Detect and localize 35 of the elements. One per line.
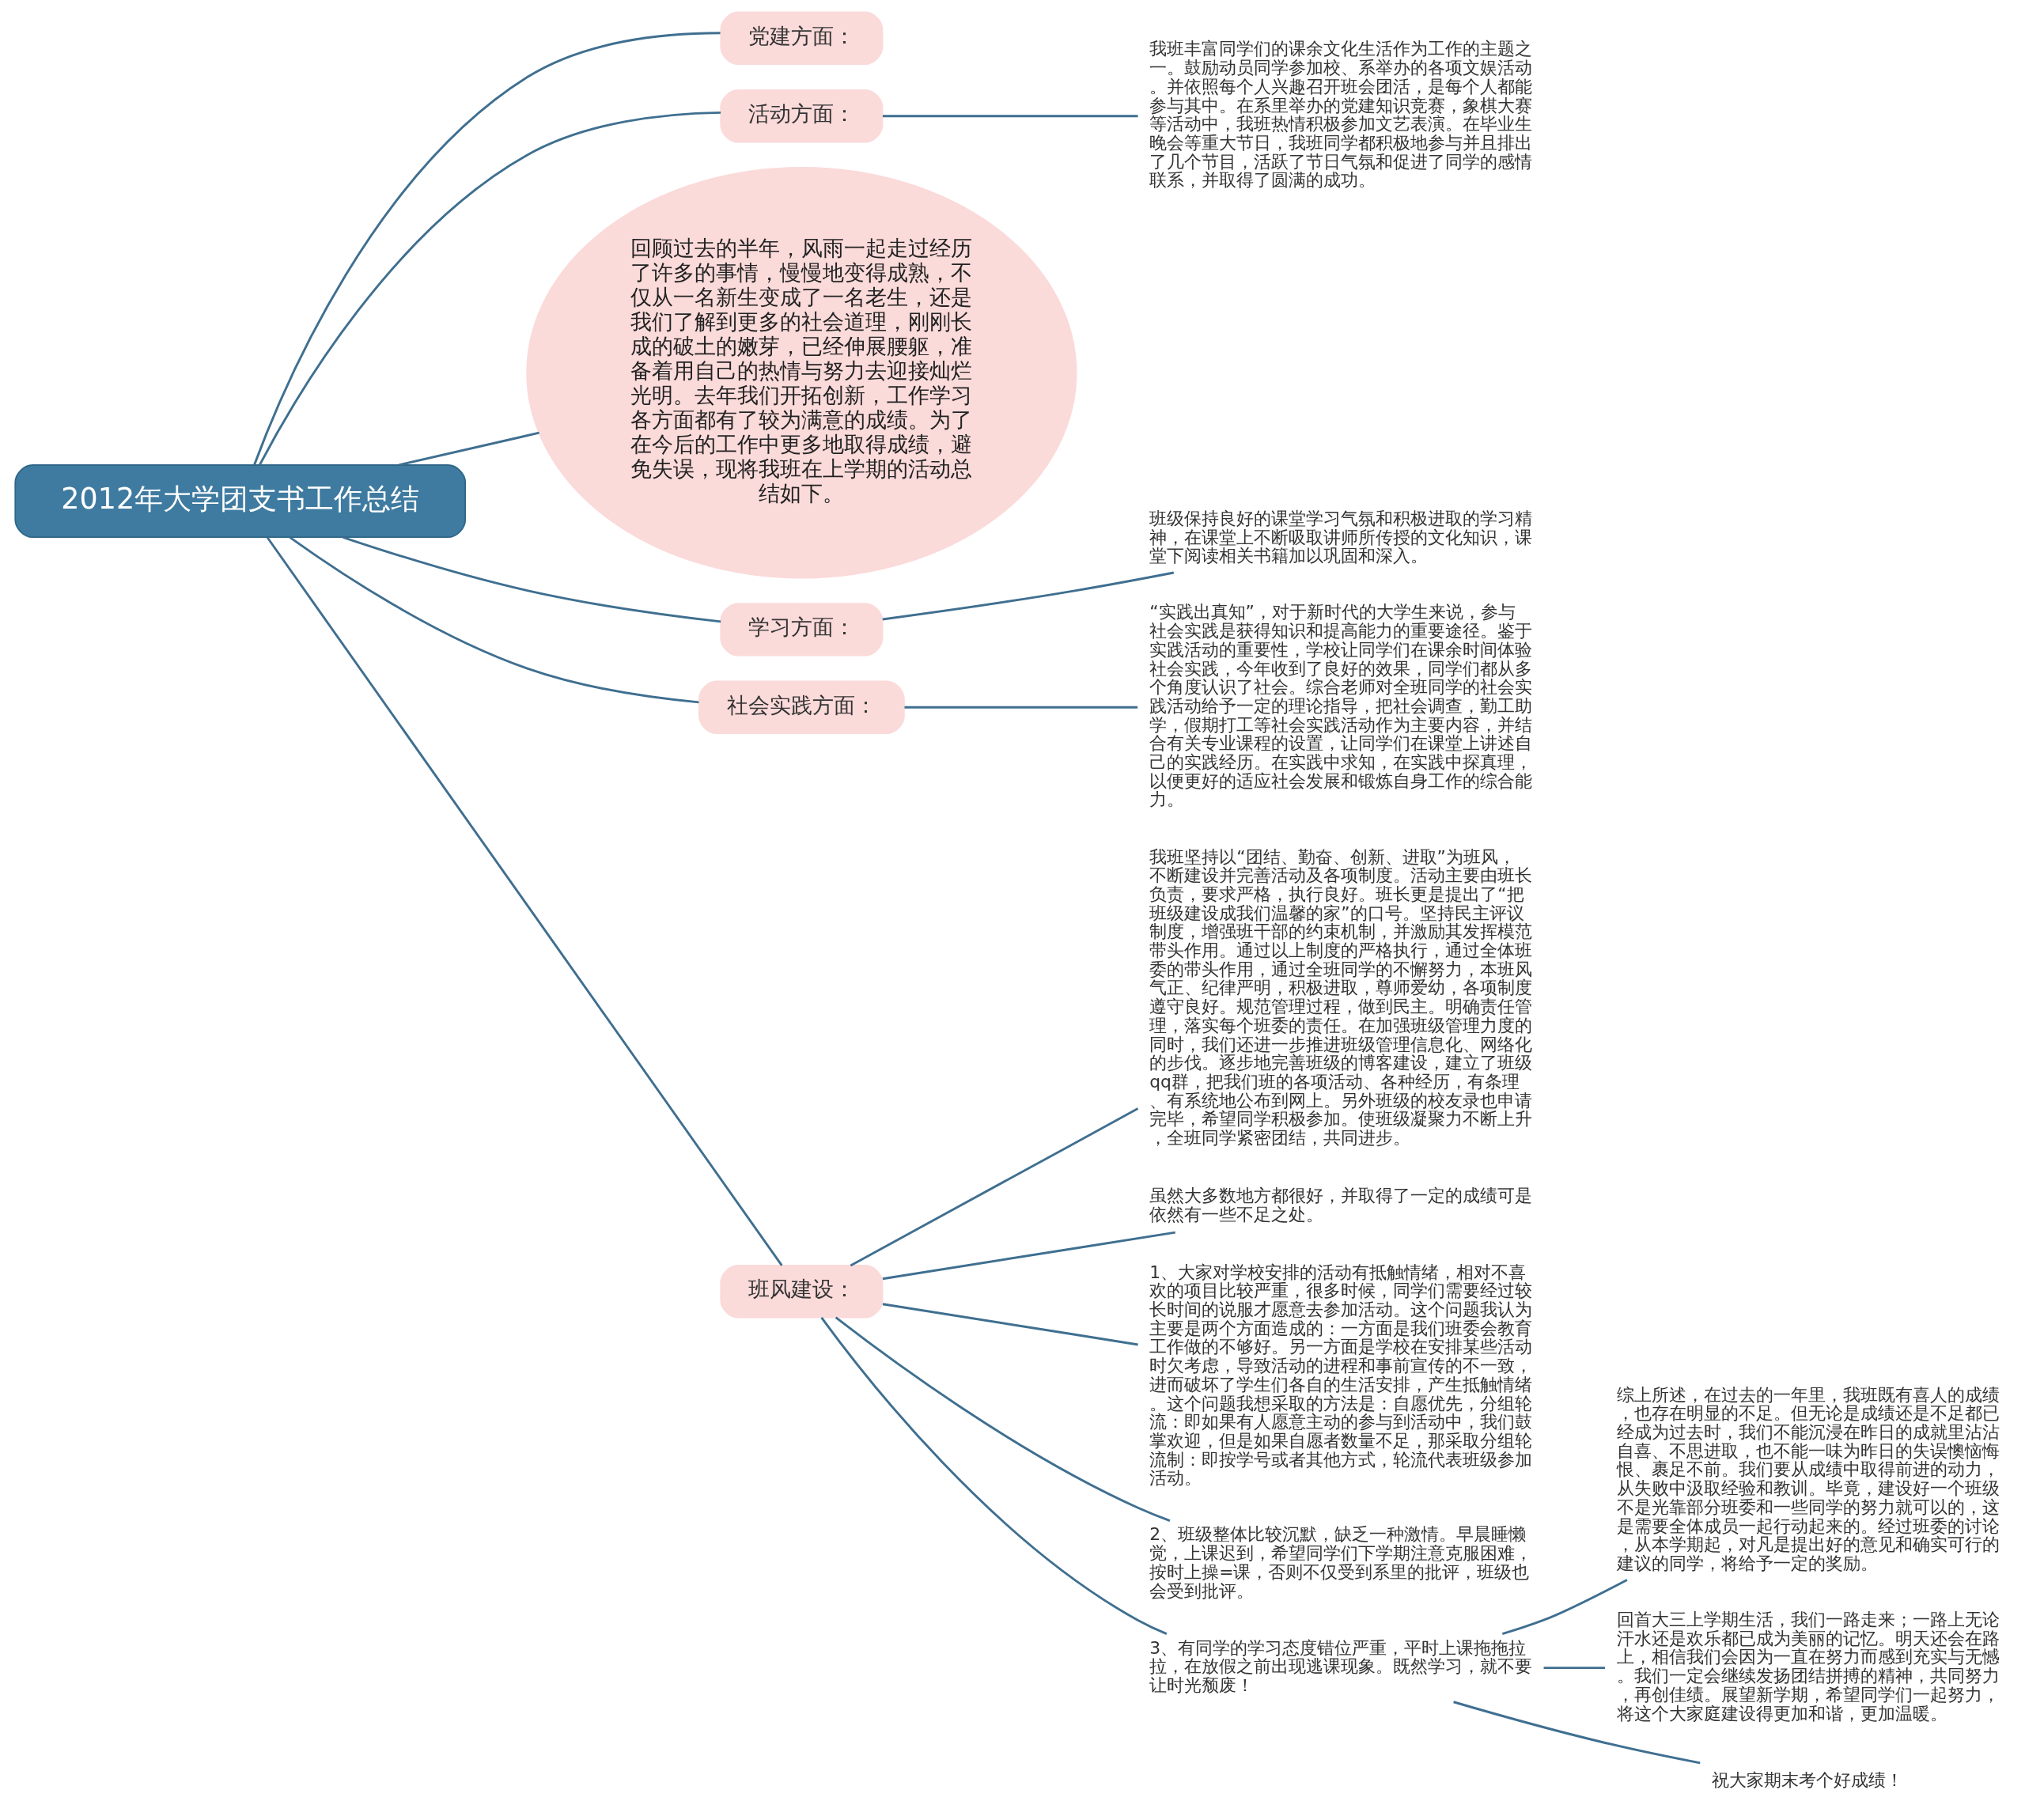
node-text: 我班坚持以“团结、勤奋、创新、进取”为班风，不断建设并完善活动及各项制度。活动主要由班长负责，要求严格，执行良好。班长更是提出了“把班级建设成我们温馨的家”的口号。坚持民主评议制度，增强班干部的约束机制，并激励其发挥模范带头作用。通过以上制度的严格执行，通过全体班委的带头作用，通过全班同学的不懈努力，本班风气正、纪律严明，积极进取，尊师爱幼，各项制度遵守良好。规范管理过程，做到民主。明确责任管理，落实每个班委的责任。在加强班级管理力度的同时，我们还进一步推进班级管理信息化、网络化的步伐。逐步地完善班级的博客建设，建立了班级qq群，把我们班的各项活动、各种经历，有条理、有系统地公布到网上。另外班级的校友录也申请完毕，希望同学积极参加。使班级凝聚力不断上升，全班同学紧密团结，共同进步。 xyxy=(1149,846,1532,1148)
connector xyxy=(342,535,721,623)
node-text: 班级保持良好的课堂学习气氛和积极进取的学习精神，在课堂上不断吸取讲师所传授的文化知识，课堂下阅读相关书籍加以巩固和深入。 xyxy=(1149,508,1532,566)
connector xyxy=(1452,1701,1701,1765)
connector xyxy=(882,115,1138,118)
connector xyxy=(252,32,721,465)
node-text: “实践出真知”，对于新时代的大学生来说，参与社会实践是获得知识和提高能力的重要途径。鉴于实践活动的重要性，学校让同学们在课余时间体验社会实践，今年收到了良好的效果，同学们都从多个角度认识了社会。综合老师对全班同学的社会实践活动给予一定的理论指导，把社会调查，勤工助学，假期打工等社会实践活动作为主要内容，并结合有关专业课程的设置，让同学们在课堂上讲述自己的实践经历。在实践中求知，在实践中探真理，以便更好的适应社会发展和锻炼自身工作的综合能力。 xyxy=(1149,602,1532,810)
node-text: 3、有同学的学习态度错位严重，平时上课拖拖拉拉，在放假之前出现逃课现象。既然学习，就不要让时光颓废！ xyxy=(1149,1637,1532,1696)
connector xyxy=(819,1317,1167,1635)
node-ellipse: 回顾过去的半年，风雨一起走过经历了许多的事情，慢慢地变得成熟，不仅从一名新生变成了一名老生，还是我们了解到更多的社会道理，刚刚长成的破土的嫩芽，已经伸展腰躯，准备着用自己的热情与努力去迎接灿烂光明。去年我们开拓创新，工作学习各方面都有了较为满意的成绩。为了在今后的工作中更多地取得成绩，避免失误，现将我班在上学期的活动总结如下。 xyxy=(525,167,1077,579)
connector xyxy=(882,1231,1175,1281)
connector xyxy=(1501,1579,1628,1636)
node-box: 2012年大学团支书工作总结 xyxy=(13,464,466,539)
node-box: 社会实践方面： xyxy=(698,680,905,735)
node-text: 2、班级整体比较沉默，缺乏一种激情。早晨睡懒觉，上课迟到，希望同学们下学期注意克服困难，按时上操=课，否则不仅受到系里的批评，班级也会受到批评。 xyxy=(1149,1524,1532,1601)
node-text: 我班丰富同学们的课余文化生活作为工作的主题之一。鼓励动员同学参加校、系举办的各项文娱活动。并依照每个人兴趣召开班会团活，是每个人都能参与其中。在系里举办的党建知识竞赛，象棋大赛等活动中，我班热情积极参加文艺表演。在毕业生晚会等重大节日，我班同学都积极地参与并且排出了几个节目，活跃了节日气氛和促进了同学的感情联系，并取得了圆满的成功。 xyxy=(1149,39,1532,191)
connector xyxy=(398,431,539,467)
node-text: 1、大家对学校安排的活动有抵触情绪，相对不喜欢的项目比较严重，很多时候，同学们需要经过较长时间的说服才愿意去参加活动。这个问题我认为主要是两个方面造成的：一方面是我们班委会教育工作做的不够好。另一方面是学校在安排某些活动时欠考虑，导致活动的进程和事前宣传的不一致，进而破坏了学生们各自的生活安排，产生抵触情绪。这个问题我想采取的方法是：自愿优先，分组轮流：即如果有人愿意主动的参与到活动中，我们鼓掌欢迎，但是如果自愿者数量不足，那采取分组轮流制：即按学号或者其他方式，轮流代表班级参加活动。 xyxy=(1149,1262,1532,1489)
node-box: 党建方面： xyxy=(719,11,883,66)
node-box: 学习方面： xyxy=(719,603,883,656)
node-text: 回首大三上学期生活，我们一路走来；一路上无论汗水还是欢乐都已成为美丽的记忆。明天还会在路上，相信我们会因为一直在努力而感到充实与无憾。我们一定会继续发扬团结拼搏的精神，共同努力，再创佳绩。展望新学期，希望同学们一起努力，将这个大家庭建设得更加和谐，更加温暖。 xyxy=(1616,1610,2000,1724)
node-box: 活动方面： xyxy=(719,89,883,143)
node-text: 虽然大多数地方都很好，并取得了一定的成绩可是依然有一些不足之处。 xyxy=(1149,1185,1532,1224)
connector xyxy=(882,571,1174,621)
node-box: 班风建设： xyxy=(719,1265,883,1319)
connector xyxy=(258,111,721,466)
connector xyxy=(904,706,1137,709)
node-text: 综上所述，在过去的一年里，我班既有喜人的成绩，也存在明显的不足。但无论是成绩还是不足都已经成为过去时，我们不能沉浸在昨日的成就里沾沾自喜、不思进取，也不能一味为昨日的失误懊恼悔恨、裹足不前。我们要从成绩中取得前进的动力，从失败中汲取经验和教训。毕竟，建设好一个班级不是光靠部分班委和一些同学的努力就可以的，这是需要全体成员一起行动起来的。经过班委的讨论，从本学期起，对凡是提出好的意见和确实可行的建议的同学，将给予一定的奖励。 xyxy=(1616,1384,2000,1573)
connector xyxy=(882,1303,1138,1346)
connector xyxy=(1543,1667,1605,1670)
node-text: 祝大家期末考个好成绩！ xyxy=(1711,1770,1903,1791)
connector xyxy=(835,1316,1170,1523)
connector xyxy=(289,536,699,704)
connector xyxy=(850,1107,1138,1267)
connector xyxy=(266,536,783,1266)
